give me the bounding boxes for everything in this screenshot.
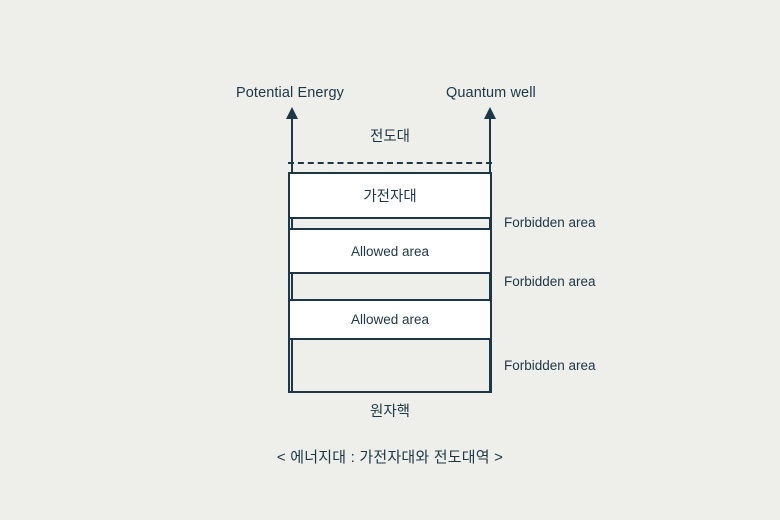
quantum-well-axis-title: Quantum well xyxy=(446,85,536,101)
up-arrow-icon-right xyxy=(484,107,496,119)
band-allowed-2: Allowed area xyxy=(290,301,490,340)
band-allowed-1-label: Allowed area xyxy=(350,243,430,259)
band-valence-label: 가전자대 xyxy=(363,189,417,205)
band-forbidden-2 xyxy=(290,274,490,301)
band-stack: 가전자대 Allowed area Allowed area xyxy=(288,172,492,393)
conduction-band-label: 전도대 xyxy=(369,129,411,145)
nucleus-label: 원자핵 xyxy=(369,404,411,420)
forbidden-area-callout-2: Forbidden area xyxy=(504,274,596,289)
band-forbidden-3 xyxy=(290,340,490,395)
forbidden-area-callout-3: Forbidden area xyxy=(504,358,596,373)
band-allowed-2-label: Allowed area xyxy=(350,312,430,327)
band-allowed-1: Allowed area xyxy=(290,230,490,274)
band-edge-dashed-line xyxy=(288,162,492,164)
up-arrow-icon-left xyxy=(286,107,298,119)
figure-caption: < 에너지대 : 가전자대와 전도대역 > xyxy=(276,449,504,466)
band-forbidden-1 xyxy=(290,219,490,230)
band-valence: 가전자대 xyxy=(290,174,490,219)
forbidden-area-callout-1: Forbidden area xyxy=(504,215,596,230)
potential-energy-axis-title: Potential Energy xyxy=(236,85,344,101)
